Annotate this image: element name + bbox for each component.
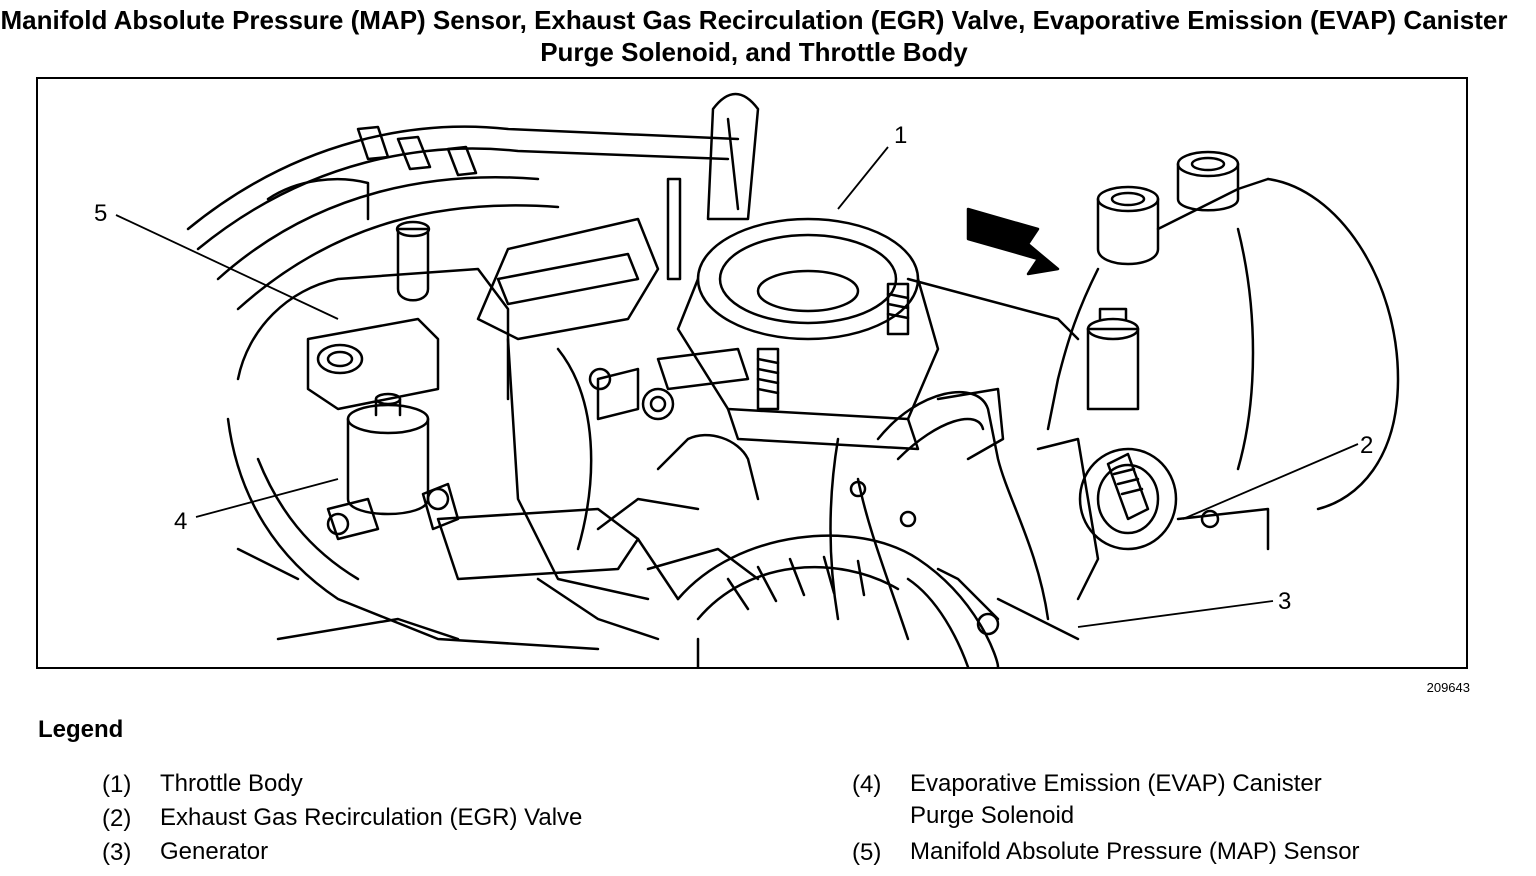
legend-column-left: (1) Throttle Body (2) Exhaust Gas Recirc… <box>102 768 582 870</box>
legend-text: Throttle Body <box>160 770 303 797</box>
callout-4: 4 <box>174 508 187 535</box>
legend-heading: Legend <box>38 716 124 743</box>
legend-number: (4) <box>852 771 882 798</box>
direction-arrow <box>966 207 1060 276</box>
legend-item-2: (2) Exhaust Gas Recirculation (EGR) Valv… <box>102 802 582 836</box>
leader-line-4 <box>195 478 339 518</box>
engine-drawing: 1 2 3 4 5 <box>94 92 1400 667</box>
legend-column-right: (4) Evaporative Emission (EVAP) Canister… <box>852 768 1360 870</box>
leader-line-1 <box>837 146 889 210</box>
callout-1: 1 <box>894 122 907 149</box>
map-sensor-body <box>306 317 440 411</box>
leader-line-2 <box>1182 443 1359 520</box>
map-sensor-connector <box>316 343 364 375</box>
callout-5: 5 <box>94 200 107 227</box>
legend-text: Exhaust Gas Recirculation (EGR) Valve <box>160 804 583 831</box>
legend-number: (5) <box>852 839 882 866</box>
figure-id: 209643 <box>1426 680 1470 695</box>
legend-text: Manifold Absolute Pressure (MAP) Sensor <box>910 838 1360 865</box>
legend-item-3: (3) Generator <box>102 836 582 870</box>
callout-2: 2 <box>1360 432 1373 459</box>
diagram-title: Manifold Absolute Pressure (MAP) Sensor,… <box>0 5 1508 67</box>
intake-plenum <box>476 217 660 341</box>
egr-valve <box>1078 447 1178 551</box>
generator <box>676 534 1000 667</box>
legend-text: Evaporative Emission (EVAP) Canister Pur… <box>910 770 1322 829</box>
engine-illustration: 1 2 3 4 5 <box>36 77 1468 669</box>
hose-line <box>196 147 730 251</box>
legend-number: (1) <box>102 771 132 798</box>
leader-line-3 <box>1077 600 1274 628</box>
legend-text: Generator <box>160 838 269 865</box>
legend-item-4: (4) Evaporative Emission (EVAP) Canister… <box>852 768 1360 832</box>
legend-item-1: (1) Throttle Body <box>102 768 582 802</box>
legend-number: (3) <box>102 839 132 866</box>
hose-line <box>186 125 740 231</box>
legend-item-5: (5) Manifold Absolute Pressure (MAP) Sen… <box>852 836 1360 870</box>
throttle-body <box>696 217 920 341</box>
callout-3: 3 <box>1278 588 1291 615</box>
legend-number: (2) <box>102 805 132 832</box>
leader-line-5 <box>115 214 339 320</box>
